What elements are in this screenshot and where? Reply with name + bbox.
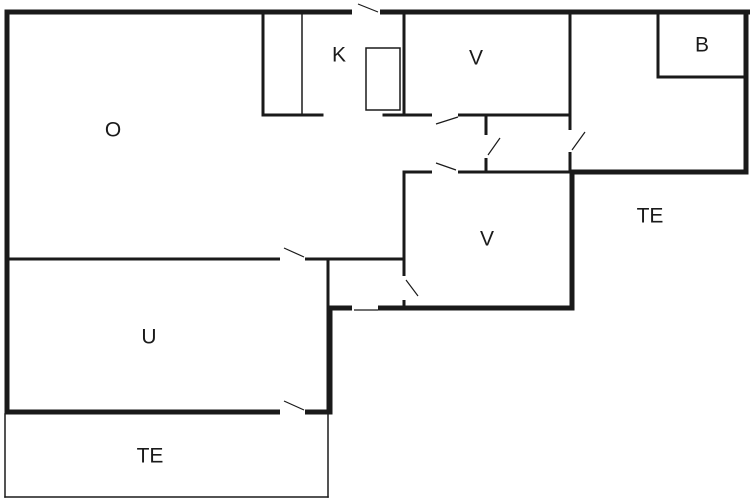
bedroom-door-icon	[435, 162, 457, 171]
room-label-bathroom: B	[695, 34, 709, 57]
hall-door-icon	[487, 137, 501, 156]
interior-walls	[7, 12, 746, 412]
room-label-utility: U	[141, 326, 156, 349]
entrance-door-icon	[357, 3, 379, 13]
living-door-icon	[283, 247, 305, 258]
room-label-bedroom-mid: V	[480, 228, 494, 251]
bedroom-door-icon	[435, 116, 459, 125]
bedroom-door-icon	[405, 279, 419, 297]
terrace-bottom-outline	[4, 413, 329, 498]
room-label-terrace-right: TE	[637, 205, 664, 228]
room-label-kitchen: K	[332, 44, 346, 67]
side-door-icon	[571, 131, 586, 151]
room-label-living: O	[105, 119, 121, 142]
terrace-door-icon	[283, 400, 305, 411]
room-label-bedroom-top: V	[469, 47, 483, 70]
doors	[280, 3, 586, 416]
room-label-terrace-bottom: TE	[137, 445, 164, 468]
